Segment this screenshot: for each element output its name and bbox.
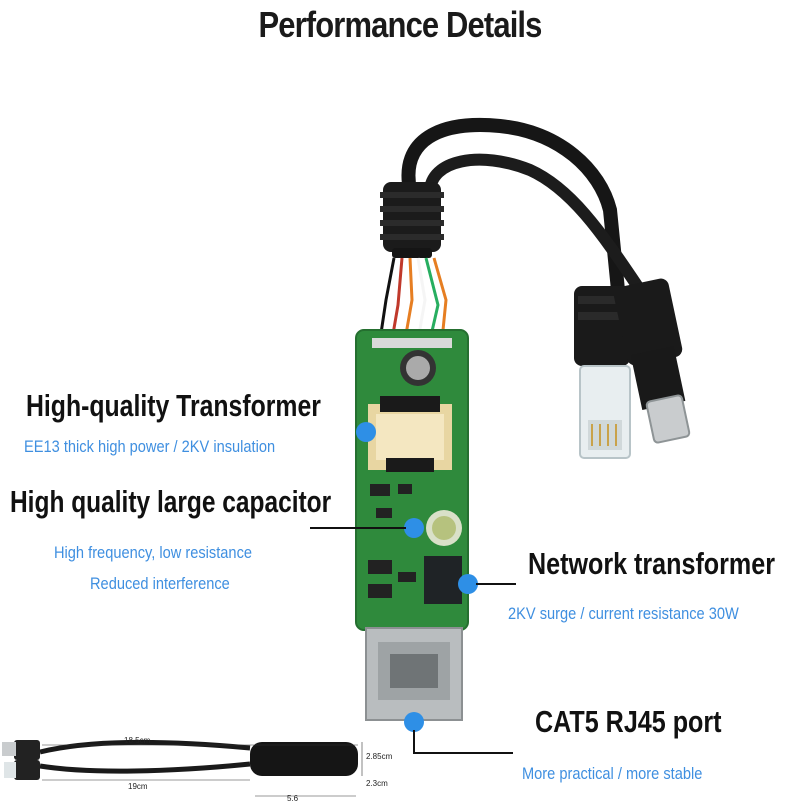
rj45-port-callout-dot [404,712,424,732]
strain-relief-boot [380,182,444,258]
rj45-port-heading: CAT5 RJ45 port [535,704,722,739]
network-transformer-detail: 2KV surge / current resistance 30W [508,604,739,623]
rj45-leader-v [413,730,415,754]
capacitor-leader-line [310,527,406,529]
dimension-length-top: 18.5cm [124,736,151,745]
transformer-callout-dot [356,422,376,442]
network-transformer-heading: Network transformer [528,546,775,581]
network-transformer-leader-h [476,583,516,585]
capacitor-detail-line1: High frequency, low resistance [54,543,253,562]
rj45-port-detail: More practical / more stable [522,764,703,783]
product-overview-photo [2,739,363,797]
capacitor-detail-line2: Reduced interference [90,574,230,593]
dc-barrel-plug [613,278,691,444]
pcb-board [355,329,469,631]
dimension-width-partial: 5.6 [287,794,299,803]
dimension-length-bottom: 19cm [128,782,148,791]
capacitor-callout-dot [404,518,424,538]
transformer-detail: EE13 thick high power / 2KV insulation [24,437,276,456]
page-title: Performance Details [258,4,542,45]
dimension-height-bottom: 2.3cm [366,779,388,788]
dimension-height-top: 2.85cm [366,752,393,761]
transformer-heading: High-quality Transformer [26,388,321,423]
capacitor-heading: High quality large capacitor [10,484,332,519]
colored-wires [378,257,448,341]
rj45-jack [365,627,463,721]
network-transformer-callout-dot [458,574,478,594]
rj45-leader-h [413,752,513,754]
